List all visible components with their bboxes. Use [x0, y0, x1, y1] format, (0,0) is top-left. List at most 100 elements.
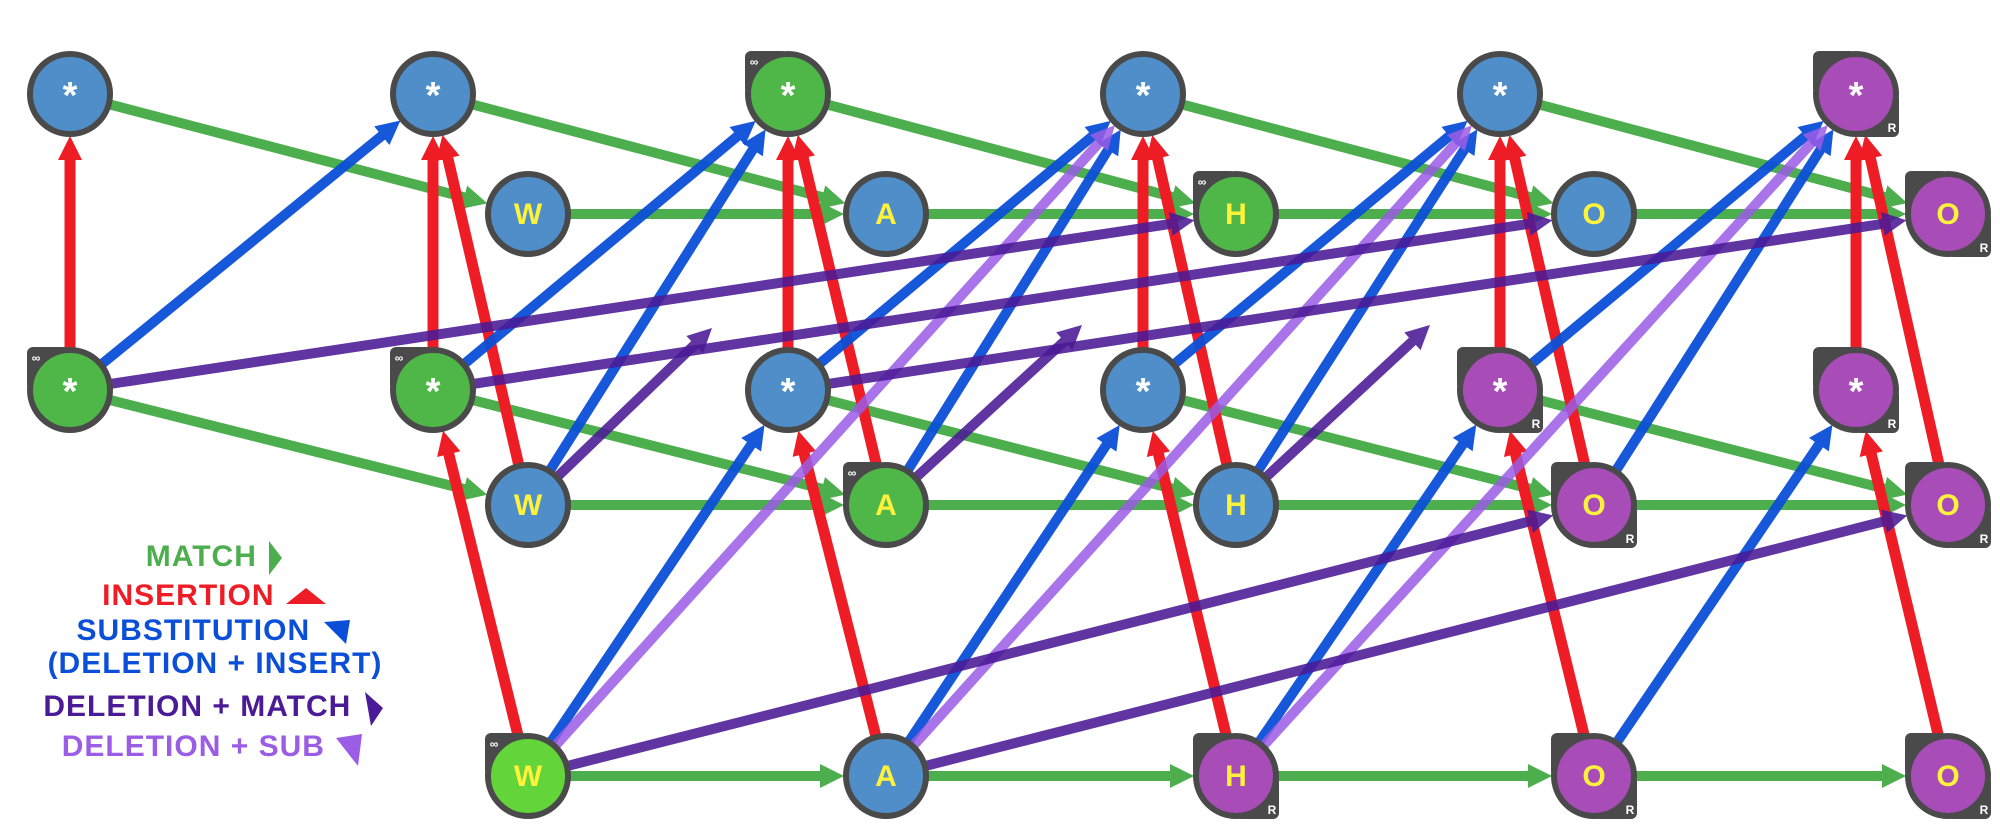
deletion-sub-edge [547, 125, 1115, 755]
node-circle [1905, 462, 1991, 548]
substitution-edge [1608, 424, 1833, 751]
node-circle [745, 347, 831, 433]
graph-node: ∞* [390, 347, 476, 433]
graph-node: RO [1905, 733, 1991, 819]
match-edge [1174, 97, 1554, 209]
node-circle [485, 171, 571, 257]
insertion-edge [421, 136, 445, 356]
match-edge [101, 393, 488, 501]
node-label: * [1136, 371, 1151, 413]
node-label: O [1936, 489, 1959, 522]
graph-node: A [843, 171, 929, 257]
node-label: * [426, 75, 441, 117]
match-edge [819, 393, 1196, 501]
match-edge [464, 393, 846, 501]
node-circle [1813, 51, 1899, 137]
graph-node: RH [1193, 733, 1279, 819]
graph-node: * [745, 347, 831, 433]
node-label: * [1136, 75, 1151, 117]
node-corner-mark: R [1980, 532, 1989, 546]
legend-substitution-detail: (DELETION + INSERT) [0, 648, 430, 680]
match-edge [464, 97, 846, 209]
node-label: A [875, 760, 897, 793]
match-edge [920, 764, 1194, 788]
node-circle [1551, 171, 1637, 257]
node-circle [27, 347, 113, 433]
graph-node: R* [1813, 347, 1899, 433]
node-label: A [875, 198, 897, 231]
node-circle [27, 51, 113, 137]
deletion-match-edge [559, 509, 1554, 773]
node-circle [1905, 733, 1991, 819]
insertion-edge [1145, 134, 1234, 474]
node-label: W [514, 489, 543, 522]
legend-insertion-label: INSERTION [102, 579, 275, 613]
insertion-edges [58, 134, 1946, 745]
node-label: * [426, 371, 441, 413]
node-corner-mark: ∞ [395, 351, 404, 365]
node-circle [1457, 51, 1543, 137]
legend-deletion-sub: DELETION + SUB [0, 728, 430, 768]
deletion-match-edges [102, 211, 1908, 773]
node-corner-mark: ∞ [1198, 175, 1207, 189]
node-label: O [1582, 489, 1605, 522]
match-edge [1531, 97, 1908, 209]
substitution-edge [1251, 424, 1477, 751]
node-circle [1551, 462, 1637, 548]
insertion-edge [1859, 430, 1946, 745]
graph-node: ∞* [745, 51, 831, 137]
node-label: O [1936, 760, 1959, 793]
substitution-edge [455, 120, 756, 373]
graph-node: R* [1457, 347, 1543, 433]
match-edge [1628, 764, 1906, 788]
node-circle [843, 171, 929, 257]
match-edge [562, 202, 844, 226]
insertion-edge [1858, 134, 1946, 474]
graph-node: R* [1813, 51, 1899, 137]
deletion-match-arrow-icon [364, 692, 383, 727]
node-label: * [781, 75, 796, 117]
substitution-edge [1608, 129, 1834, 480]
insertion-edge [436, 134, 526, 474]
match-edge [1174, 393, 1554, 501]
node-circle [1193, 171, 1279, 257]
node-circle [390, 51, 476, 137]
legend-match-label: MATCH [145, 540, 257, 573]
node-label: * [63, 75, 78, 117]
graph-node: ∞W [485, 733, 571, 819]
deletion-sub-edges [547, 125, 1828, 755]
insertion-edge [791, 134, 884, 474]
node-corner-mark: R [1980, 241, 1989, 255]
legend-substitution-detail-label: (DELETION + INSERT) [47, 647, 383, 681]
deletion-match-edge [907, 325, 1082, 486]
graph-node: H [1193, 462, 1279, 548]
node-circle [485, 733, 571, 819]
node-corner-mark: R [1980, 803, 1989, 817]
substitution-edge [541, 129, 766, 479]
substitution-arrow-icon [323, 620, 350, 645]
node-label: * [1849, 371, 1864, 413]
insertion-edge [776, 136, 800, 356]
graph-node: * [27, 51, 113, 137]
node-label: O [1936, 198, 1959, 231]
node-corner-mark: R [1888, 121, 1897, 135]
graph-node: RO [1905, 462, 1991, 548]
node-label: H [1225, 198, 1247, 231]
graph-node: * [1457, 51, 1543, 137]
graph-node: RO [1551, 733, 1637, 819]
graph-node: ∞* [27, 347, 113, 433]
graph-node: ∞H [1193, 171, 1279, 257]
node-circle [390, 347, 476, 433]
node-label: * [781, 371, 796, 413]
node-corner-mark: R [1626, 803, 1635, 817]
graph-node: W [485, 171, 571, 257]
match-edge [1270, 764, 1552, 788]
substitution-edge [542, 424, 765, 751]
deletion-match-edge [465, 212, 1553, 390]
graph-node: RO [1905, 171, 1991, 257]
legend-insertion: INSERTION [0, 577, 430, 615]
insertion-edge [1131, 136, 1155, 356]
graph-node: RO [1551, 462, 1637, 548]
node-corner-mark: R [1532, 417, 1541, 431]
node-label: * [1493, 75, 1508, 117]
